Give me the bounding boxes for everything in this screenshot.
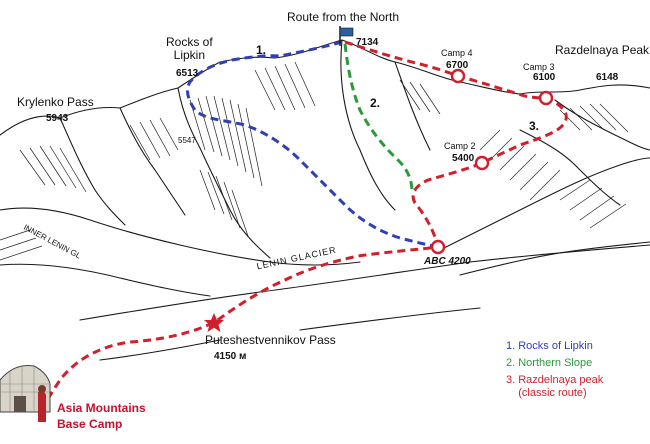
route-from-north-label: Route from the North <box>287 10 400 24</box>
rocks-of-lipkin-label: Rocks of Lipkin <box>166 35 213 63</box>
summit-altitude: 7134 <box>356 37 379 48</box>
camp3-label: Camp 3 <box>523 62 555 72</box>
route-razdelnaya[interactable] <box>40 40 568 411</box>
circle-marker-icon[interactable] <box>538 90 554 106</box>
yurt-icon <box>0 365 51 422</box>
rocks-altitude: 6513 <box>176 68 199 79</box>
krylenko-pass-label: Krylenko Pass <box>17 95 94 109</box>
terrain-hatching <box>0 61 629 261</box>
circle-marker-icon[interactable] <box>450 68 466 84</box>
razdelnaya-peak-label: Razdelnaya Peak <box>555 43 650 57</box>
camp2-label: Camp 2 <box>444 141 476 151</box>
base-camp-label: Asia Mountains Base Camp <box>57 401 146 431</box>
pass-label: Puteshestvennikov Pass <box>205 333 336 347</box>
razdelnaya-altitude: 6148 <box>596 72 619 83</box>
spot-height-label: 5547 <box>178 136 196 145</box>
camp4-altitude: 6700 <box>446 60 469 71</box>
pass-altitude: 4150 м <box>214 351 247 362</box>
legend-item-northern-slope: 2. Northern Slope <box>506 357 593 369</box>
star-icon[interactable] <box>204 313 224 332</box>
camp3-altitude: 6100 <box>533 72 556 83</box>
route-northern-slope[interactable] <box>343 43 414 193</box>
mountain-sketch <box>0 39 650 361</box>
flag-icon <box>339 26 354 46</box>
legend-item-rocks-of-lipkin: 1. Rocks of Lipkin <box>506 340 593 352</box>
legend: 1. Rocks of Lipkin 2. Northern Slope 3. … <box>506 340 646 410</box>
camp2-altitude: 5400 <box>452 153 475 164</box>
route-number-3: 3. <box>529 119 540 133</box>
circle-marker-icon[interactable] <box>474 155 490 171</box>
route-number-2: 2. <box>370 96 381 110</box>
legend-item-razdelnaya: 3. Razdelnaya peak (classic route) <box>506 374 604 399</box>
krylenko-altitude: 5943 <box>46 113 69 124</box>
route-rocks-of-lipkin[interactable] <box>186 40 439 249</box>
circle-marker-icon[interactable] <box>430 239 446 255</box>
route-number-1: 1. <box>256 43 267 57</box>
camp4-label: Camp 4 <box>441 48 473 58</box>
abc-label: ABC 4200 <box>424 256 471 267</box>
